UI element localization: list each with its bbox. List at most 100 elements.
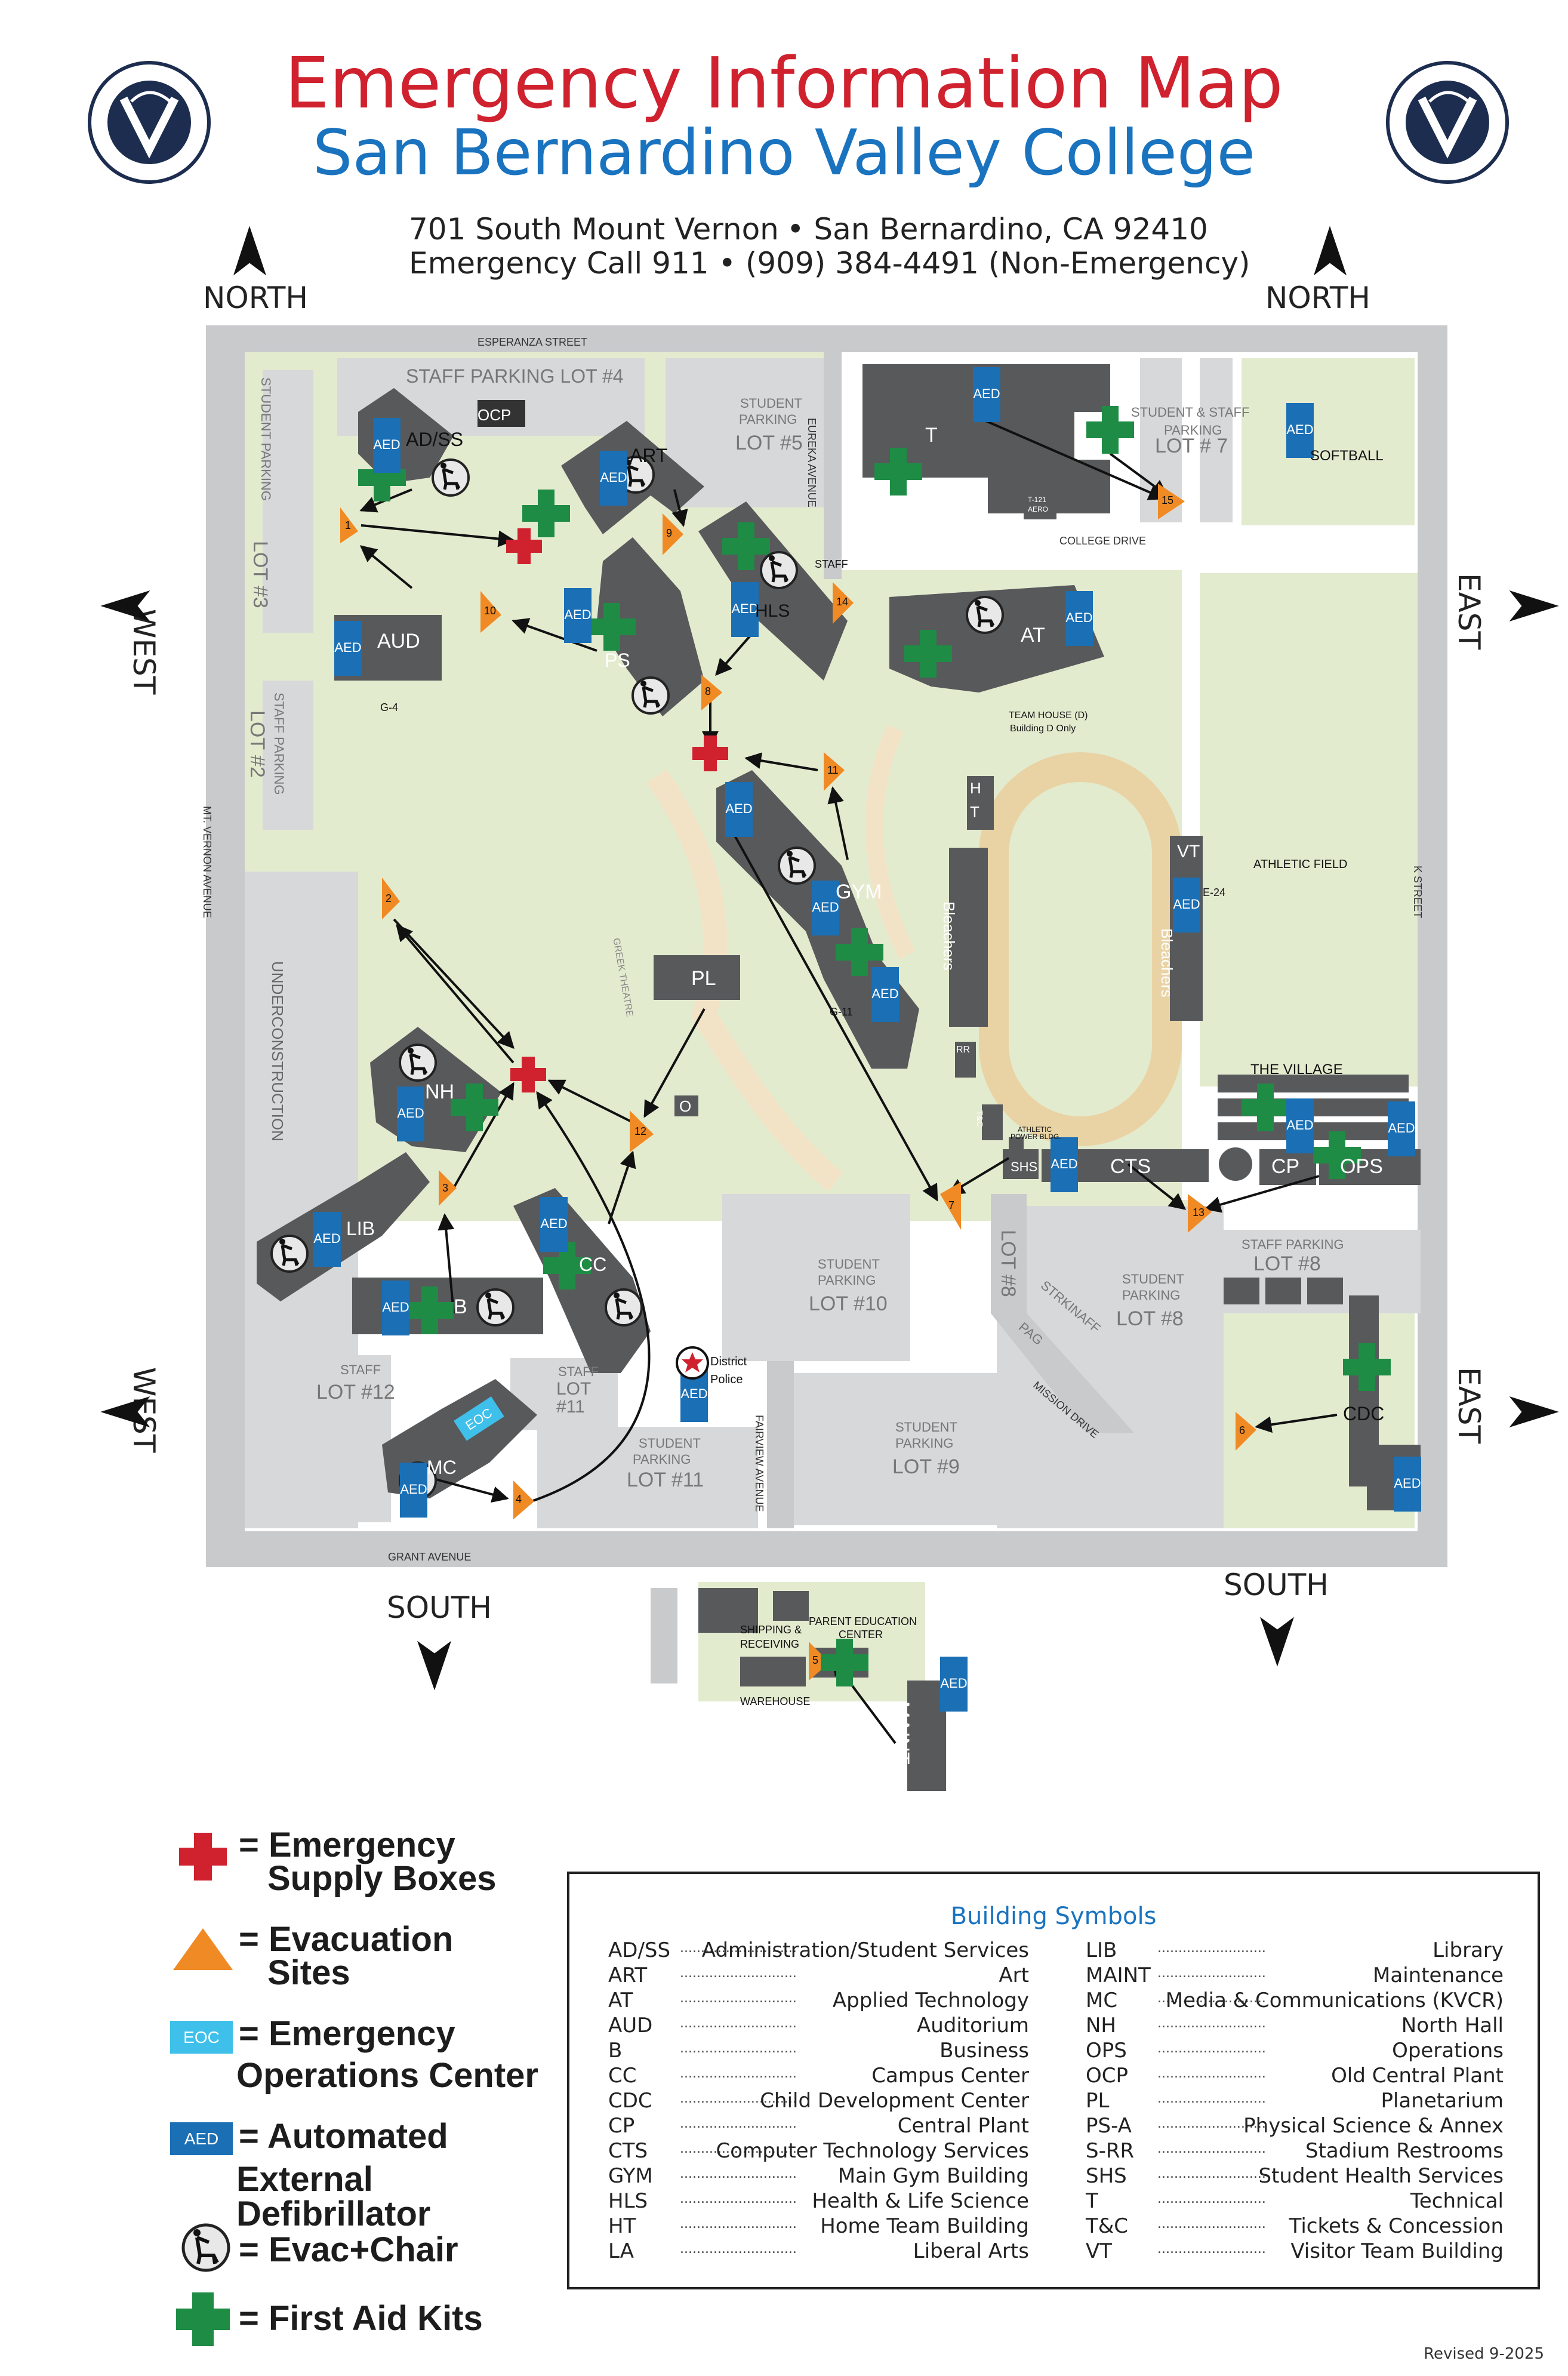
building-symbol-name: Planetarium	[1381, 2089, 1504, 2113]
building-symbol-row: SHS..........................Student Hea…	[1086, 2164, 1504, 2188]
map-label-art: ART	[630, 445, 668, 466]
building-symbol-leader: ............................	[680, 2217, 797, 2232]
athletic-field-area	[1197, 573, 1418, 1087]
building-symbol-row: AT............................Applied Te…	[608, 1989, 1029, 2012]
legend-firstaid-line1: = First Aid Kits	[239, 2299, 483, 2338]
map-label-district-b: Police	[710, 1373, 743, 1386]
map-label-eureka: EUREKA AVENUE	[806, 418, 818, 507]
evacuation-site-icon	[173, 1928, 233, 1970]
lot-2	[263, 681, 313, 830]
district-police-star-icon	[676, 1346, 709, 1380]
evac-chair-5	[967, 597, 1003, 633]
building-symbol-abbr: B	[608, 2039, 623, 2063]
page-subtitle: San Bernardino Valley College	[312, 116, 1256, 189]
map-label-cts: CTS	[1110, 1155, 1151, 1178]
aed-lib	[313, 1212, 341, 1267]
map-label-t: T	[925, 424, 938, 447]
building-symbol-abbr: HLS	[608, 2189, 648, 2213]
map-label-parent-a: PARENT EDUCATION	[809, 1615, 917, 1627]
map-label-lot3-a: STUDENT PARKING	[258, 377, 273, 501]
evac-site-number-15: 15	[1162, 494, 1174, 506]
map-label-mc: MC	[427, 1457, 457, 1478]
building-symbol-abbr: AT	[608, 1989, 633, 2012]
map-label-top: ESPERANZA STREET	[478, 336, 588, 348]
building-symbol-leader: ............................	[680, 2242, 797, 2257]
building-symbol-name: Visitor Team Building	[1290, 2239, 1504, 2263]
map-label-o: O	[679, 1097, 692, 1115]
map-label-lot9-b: PARKING	[895, 1436, 954, 1451]
map-label-staff: STAFF	[815, 558, 848, 570]
evac-site-11	[824, 752, 845, 791]
map-label-maint: MAINT	[891, 1701, 913, 1765]
building-symbol-leader: ............................	[680, 2066, 797, 2081]
building-pl	[654, 955, 740, 1000]
building-cp-tank	[1219, 1147, 1252, 1181]
revised-date: Revised 9-2025	[1424, 2345, 1544, 2363]
legend-evac-line2: Sites	[267, 1953, 350, 1992]
building-symbol-leader: ..........................	[1157, 1941, 1266, 1956]
building-warehouse	[740, 1657, 806, 1686]
legend-supply-line2: Supply Boxes	[267, 1859, 497, 1898]
building-symbol-leader: ............................	[680, 2141, 797, 2156]
lot-3	[263, 370, 313, 633]
aed-b	[382, 1281, 409, 1335]
building-symbol-abbr: CP	[608, 2114, 635, 2138]
building-symbol-leader: ..........................	[1157, 2217, 1266, 2232]
building-symbol-abbr: AD/SS	[608, 1938, 671, 1962]
aed-at	[1065, 591, 1093, 646]
emergency-supply-box-icon	[179, 1833, 227, 1881]
building-symbol-name: Tickets & Concession	[1289, 2214, 1504, 2238]
aed-maint	[940, 1657, 968, 1712]
evac-site-5	[809, 1642, 830, 1681]
legend-evac-line1: = Evacuation	[239, 1920, 454, 1959]
map-label-athletic-field: ATHLETIC FIELD	[1253, 858, 1348, 871]
building-symbol-row: OPS..........................Operations	[1086, 2039, 1504, 2063]
building-t	[862, 364, 1110, 513]
building-o	[674, 1095, 698, 1116]
building-shs	[1003, 1149, 1039, 1179]
map-label-pl: PL	[691, 967, 716, 990]
building-symbol-leader: ............................	[680, 2116, 797, 2131]
building-symbols-title: Building Symbols	[950, 1903, 1157, 1930]
building-symbol-name: Central Plant	[897, 2114, 1029, 2138]
building-symbol-row: MAINT..........................Maintenan…	[1086, 1963, 1504, 1987]
map-label-lot10-b: PARKING	[818, 1273, 876, 1288]
building-symbol-abbr: PL	[1086, 2089, 1110, 2113]
building-symbol-leader: ............................	[680, 1991, 797, 2006]
building-athletic-power	[1009, 1137, 1024, 1149]
map-label-adss: AD/SS	[406, 429, 464, 450]
building-symbol-name: Maintenance	[1373, 1963, 1504, 1987]
building-symbol-name: Main Gym Building	[837, 2164, 1029, 2188]
building-symbol-row: VT..........................Visitor Team…	[1086, 2239, 1504, 2263]
evac-site-number-7: 7	[948, 1199, 955, 1211]
evac-chair-9	[478, 1289, 513, 1325]
building-symbol-name: Physical Science & Annex	[1243, 2114, 1504, 2138]
building-symbol-abbr: NH	[1086, 2014, 1116, 2038]
building-symbol-abbr: MAINT	[1086, 1963, 1151, 1987]
building-symbol-name: Operations	[1392, 2039, 1504, 2063]
building-symbol-row: OCP..........................Old Central…	[1086, 2064, 1504, 2088]
map-label-lot9-a: STUDENT	[895, 1420, 957, 1435]
map-label-lot4: STAFF PARKING LOT #4	[406, 365, 624, 387]
evac-chair-7	[400, 1045, 436, 1081]
map-label-team-house-b: Building D Only	[1010, 724, 1076, 734]
building-symbol-name: Business	[939, 2039, 1029, 2063]
building-symbol-row: NH..........................North Hall	[1086, 2014, 1504, 2038]
building-symbol-row: MC..........................Media & Comm…	[1086, 1989, 1504, 2012]
map-label-rr: RR	[956, 1045, 971, 1055]
aed-mc	[400, 1463, 427, 1518]
building-symbol-row: GYM............................Main Gym …	[608, 2164, 1029, 2188]
building-symbol-abbr: HT	[608, 2214, 636, 2238]
map-label-lot7-a: STUDENT & STAFF	[1131, 405, 1250, 420]
map-label-lot8-b: PARKING	[1122, 1288, 1181, 1303]
map-label-lot2-a: STAFF PARKING	[272, 693, 287, 795]
legend-aed-line1: = Automated	[239, 2117, 448, 2156]
map-label-lot11-c: LOT #11	[627, 1469, 704, 1491]
building-symbol-abbr: LIB	[1086, 1938, 1117, 1962]
building-symbol-leader: ..........................	[1157, 2091, 1266, 2106]
evac-site-10	[480, 591, 501, 633]
west-arrow-bottom-icon	[100, 1396, 150, 1427]
building-symbol-abbr: LA	[608, 2239, 634, 2263]
building-symbol-row: AUD............................Auditoriu…	[608, 2014, 1029, 2038]
aed-art	[600, 451, 627, 506]
